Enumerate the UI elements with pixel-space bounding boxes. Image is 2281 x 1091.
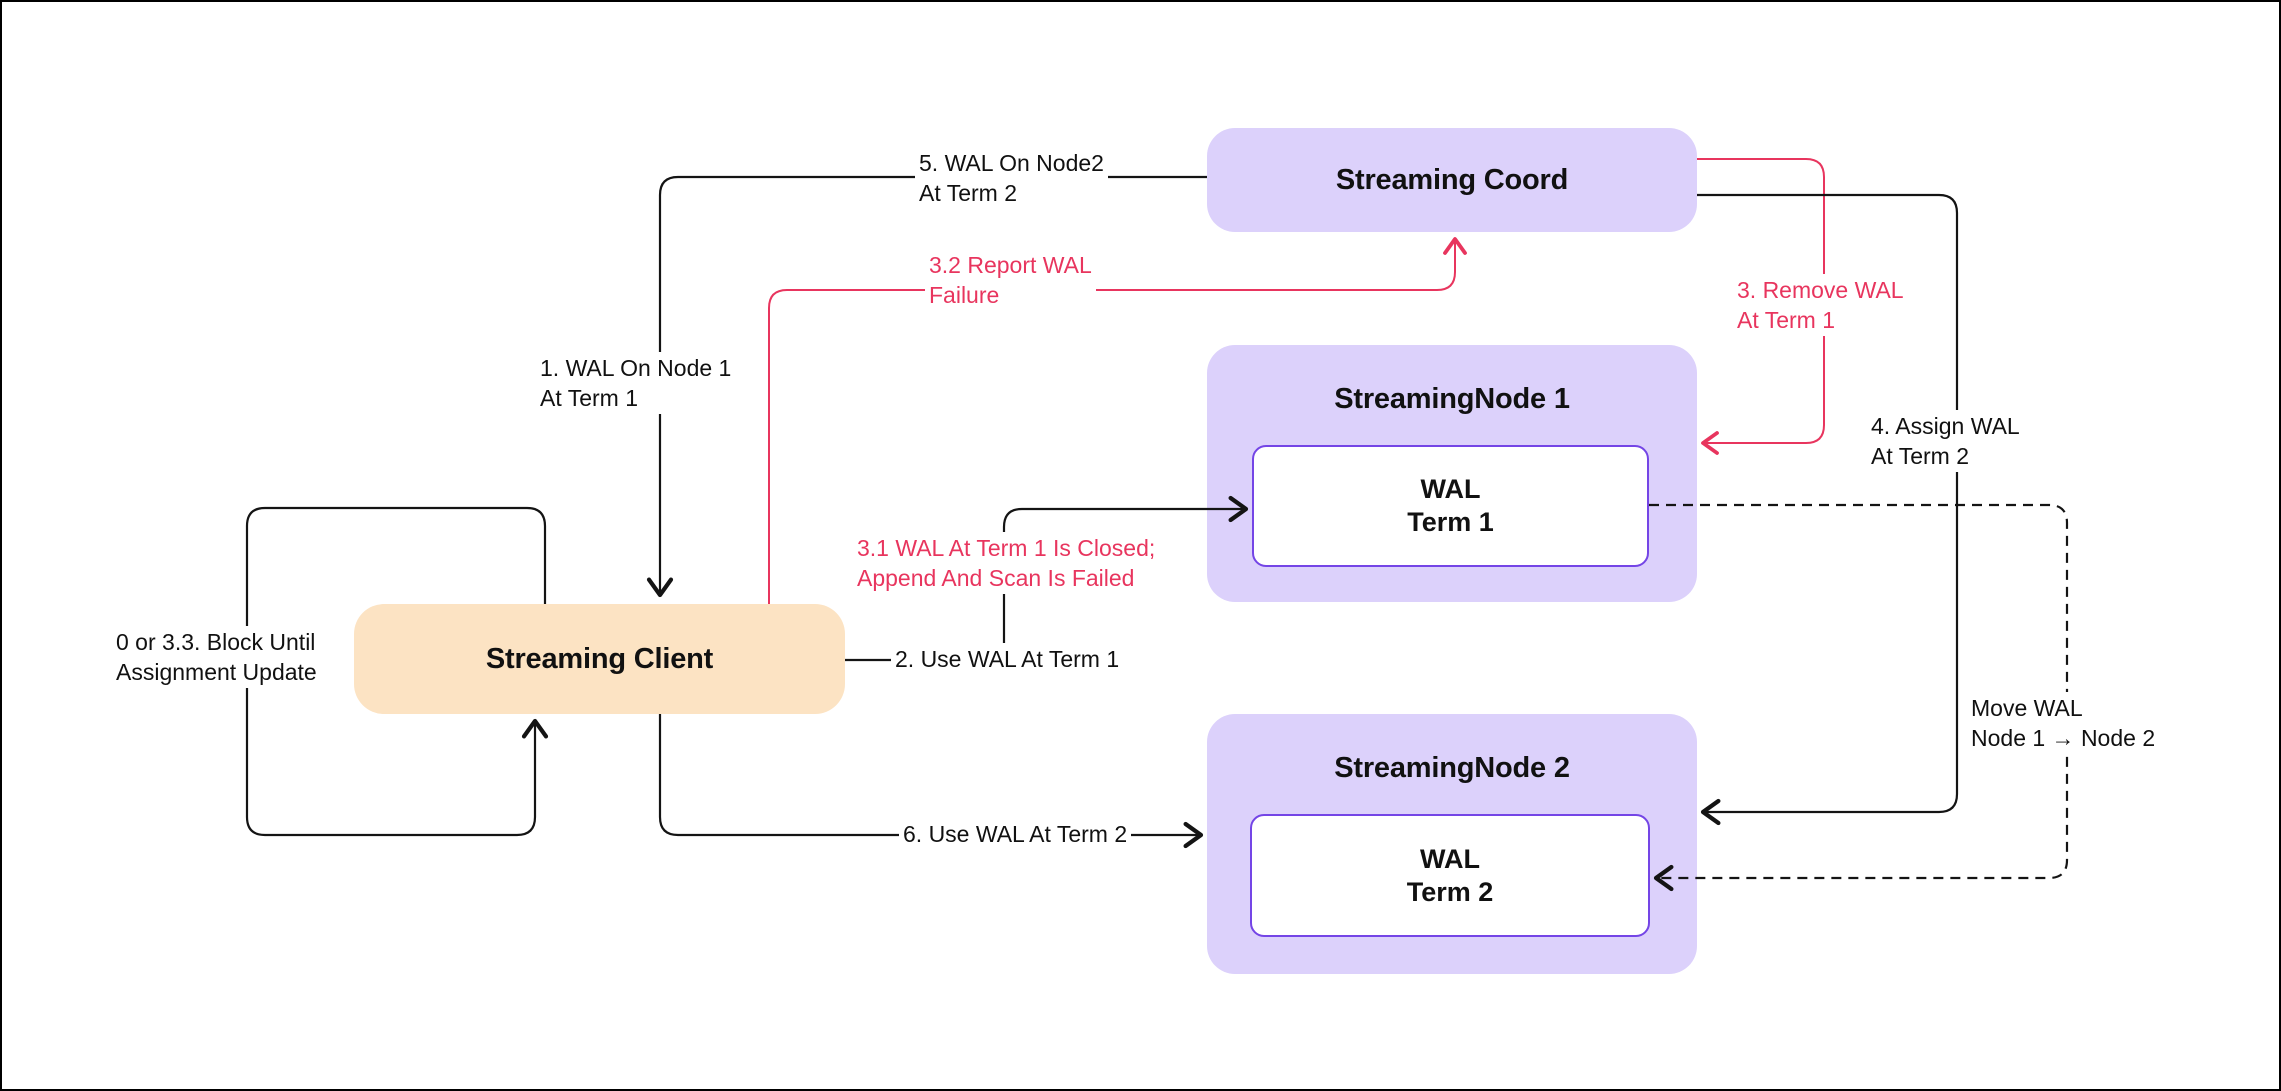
edge-client-to-node2 [658, 714, 1204, 849]
edge-label-0-block-until: 0 or 3.3. Block Until Assignment Update [112, 626, 321, 688]
edge-label-2-use-wal-term1: 2. Use WAL At Term 1 [891, 643, 1124, 675]
edge-label-move-wal: Move WAL Node 1 → Node 2 [1967, 692, 2160, 754]
wal1-line1: WAL [1420, 474, 1481, 504]
edge-label-4-assign-wal: 4. Assign WAL At Term 2 [1867, 410, 2024, 472]
streaming-coord-label: Streaming Coord [1335, 164, 1569, 196]
edge-label-31-wal-closed: 3.1 WAL At Term 1 Is Closed; Append And … [853, 532, 1160, 594]
streaming-node-1-label: StreamingNode 1 [1334, 383, 1570, 415]
node-streaming-node-2: StreamingNode 2 WAL Term 2 [1207, 714, 1697, 974]
node-streaming-coord: Streaming Coord [1207, 128, 1697, 232]
wal2-line2: Term 2 [1406, 876, 1494, 907]
wal-term-1-box: WAL Term 1 [1252, 445, 1649, 567]
wal1-line2: Term 1 [1407, 507, 1494, 537]
edge-label-32-report-wal-failure: 3.2 Report WAL Failure [925, 249, 1096, 311]
wal-term-2-box: WAL Term 2 [1250, 814, 1650, 937]
edge-label-6-use-wal-term2: 6. Use WAL At Term 2 [899, 818, 1132, 850]
edge-label-5-wal-on-node2: 5. WAL On Node2 At Term 2 [915, 147, 1108, 209]
streaming-client-label: Streaming Client [485, 643, 714, 675]
streaming-node-2-label: StreamingNode 2 [1334, 752, 1570, 784]
wal2-line1: WAL [1420, 843, 1480, 874]
edge-label-1-wal-on-node1: 1. WAL On Node 1 At Term 1 [536, 352, 736, 414]
edge-label-3-remove-wal: 3. Remove WAL At Term 1 [1733, 274, 1908, 336]
node-streaming-client: Streaming Client [354, 604, 845, 714]
node-streaming-node-1: StreamingNode 1 WAL Term 1 [1207, 345, 1697, 602]
